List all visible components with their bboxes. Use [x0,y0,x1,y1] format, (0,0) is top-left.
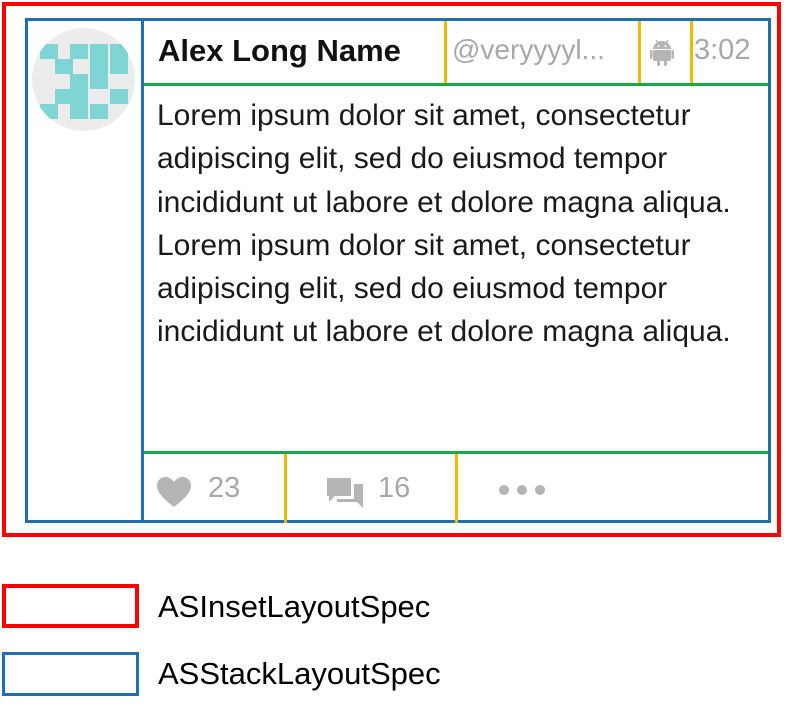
more-action[interactable] [458,466,578,514]
header-divider [444,21,447,83]
action-divider [455,454,458,523]
body-actions-divider [144,451,768,454]
tweet-time: 3:02 [694,34,751,66]
android-icon [650,37,674,72]
avatar-pattern-cell [110,44,128,59]
legend-label-inset: ASInsetLayoutSpec [158,589,431,624]
more-icon [498,483,550,501]
author-name: Alex Long Name [158,33,401,68]
like-action[interactable]: 23 [150,466,284,514]
action-divider [284,454,287,523]
tweet-body: Lorem ipsum dolor sit amet, consectetur … [157,99,731,349]
avatar-pattern-cell [55,89,73,104]
avatar-pattern-cell [90,59,108,74]
avatar-pattern-cell [90,44,108,59]
legend-label-stack: ASStackLayoutSpec [158,656,441,691]
inner-stack-layout-spec-frame [141,18,771,523]
inset-layout-spec-frame [2,2,781,537]
avatar-pattern-cell [70,89,88,104]
avatar-pattern-cell [70,44,88,59]
outer-stack-layout-spec-frame [25,18,771,523]
avatar-pattern-cell [110,89,128,104]
avatar-pattern-cell [70,74,88,89]
avatar-pattern-cell [40,104,58,119]
comment-count: 16 [378,472,411,504]
avatar-pattern-cell [55,59,73,74]
author-handle: @veryyyyl... [452,34,605,65]
header-divider [690,21,693,83]
avatar-pattern-cell [40,44,58,59]
like-count: 23 [208,472,241,504]
avatar-pattern-cell [110,59,128,74]
tweet-header-row: Alex Long Name @veryyyyl... 3:02 [144,21,768,83]
comment-action[interactable]: 16 [287,466,455,514]
heart-icon [156,476,192,513]
avatar-pattern-cell [90,74,108,89]
avatar-pattern-cell [90,104,108,119]
legend-swatch-stack [2,652,139,696]
header-divider [638,21,641,83]
header-body-divider [144,83,768,86]
comments-icon [325,476,365,517]
avatar-pattern-cell [70,104,88,119]
avatar [32,28,135,131]
legend-swatch-inset [2,584,139,628]
